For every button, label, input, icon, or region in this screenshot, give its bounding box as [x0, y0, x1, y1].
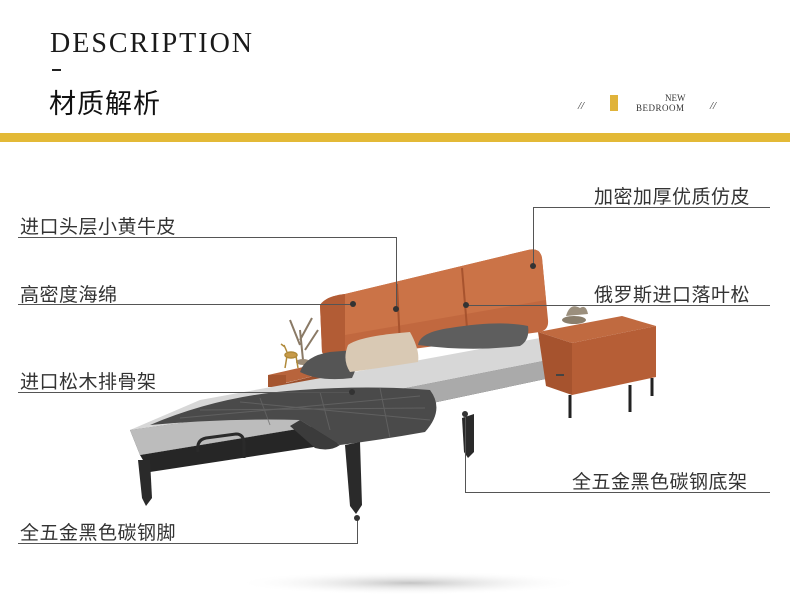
callout-label-steel-base-frame: 全五金黑色碳钢底架: [572, 471, 748, 493]
callout-line: [396, 237, 397, 309]
section-title-chinese: 材质解析: [49, 89, 161, 120]
nightstand-decor: [562, 306, 588, 324]
callout-line: [18, 392, 352, 393]
title-dash-divider: [52, 69, 61, 71]
badge-new-text: NEW: [665, 93, 686, 103]
badge-gold-block: [610, 95, 618, 111]
callout-line: [18, 237, 396, 238]
gold-divider-bar: [0, 133, 790, 142]
floor-shadow: [235, 571, 585, 595]
callout-dot: [462, 411, 468, 417]
callout-line: [466, 305, 770, 306]
callout-label-steel-legs: 全五金黑色碳钢脚: [20, 522, 177, 544]
badge-slash-left: //: [578, 100, 585, 112]
callout-line: [18, 304, 353, 305]
callout-dot: [350, 301, 356, 307]
callout-line: [465, 416, 466, 493]
right-nightstand: [538, 316, 656, 418]
frame-bracket: [196, 432, 246, 458]
deer-decor: [280, 343, 299, 369]
callout-line: [533, 207, 534, 267]
throw-blanket: [150, 387, 437, 450]
callout-line: [18, 543, 358, 544]
callout-label-pine-slat-frame: 进口松木排骨架: [20, 371, 157, 393]
callout-line: [357, 520, 358, 543]
callout-dot: [463, 302, 469, 308]
pillows: [300, 323, 529, 380]
callout-label-high-density-sponge: 高密度海绵: [20, 284, 118, 306]
callout-line: [465, 492, 770, 493]
callout-dot: [393, 306, 399, 312]
callout-label-russian-larch: 俄罗斯进口落叶松: [594, 284, 751, 306]
callout-dot: [530, 263, 536, 269]
callout-line: [533, 207, 770, 208]
badge-bedroom-text: BEDROOM: [636, 103, 685, 113]
badge-slash-right: //: [710, 100, 717, 112]
callout-label-top-grain-leather: 进口头层小黄牛皮: [20, 216, 177, 238]
callout-dot: [349, 389, 355, 395]
callout-label-faux-leather: 加密加厚优质仿皮: [594, 186, 751, 208]
callout-dot: [354, 515, 360, 521]
section-title-english: DESCRIPTION: [50, 28, 255, 59]
